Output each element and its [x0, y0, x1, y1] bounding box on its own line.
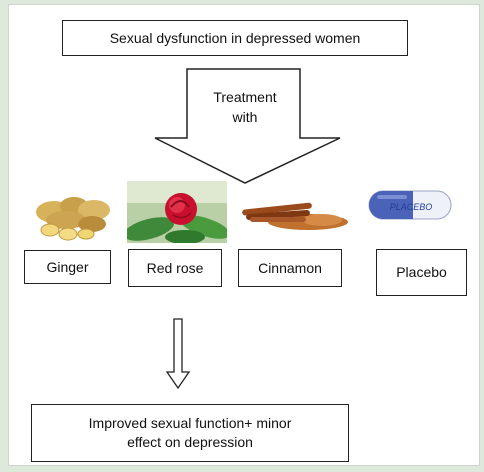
outcome-label: Improved sexual function+ minor effect o…: [88, 415, 292, 450]
treatment-label-placebo: Placebo: [396, 264, 447, 281]
treatment-box-red-rose: Red rose: [128, 249, 222, 287]
treatment-arrow: [154, 68, 341, 184]
outcome-arrow: [165, 318, 191, 390]
treatment-label-line2: with: [232, 109, 258, 126]
treatment-label-red-rose: Red rose: [146, 259, 204, 276]
placebo-capsule-photo: PLACEBO: [368, 190, 452, 220]
outcome-box: Improved sexual function+ minor effect o…: [31, 404, 349, 462]
treatment-box-cinnamon: Cinnamon: [238, 249, 342, 287]
treatment-label: Treatment with: [190, 87, 300, 128]
red-rose-photo: [127, 181, 227, 243]
placebo-pill-text: PLACEBO: [390, 202, 433, 212]
condition-box: Sexual dysfunction in depressed women: [62, 20, 408, 56]
condition-label: Sexual dysfunction in depressed women: [109, 29, 361, 46]
treatment-label-ginger: Ginger: [46, 258, 89, 275]
treatment-label-cinnamon: Cinnamon: [258, 259, 322, 276]
treatment-box-placebo: Placebo: [376, 249, 467, 296]
treatment-box-ginger: Ginger: [24, 250, 111, 284]
cinnamon-photo: [242, 202, 348, 230]
ginger-root-photo: [36, 197, 110, 241]
treatment-label-line1: Treatment: [213, 89, 277, 105]
